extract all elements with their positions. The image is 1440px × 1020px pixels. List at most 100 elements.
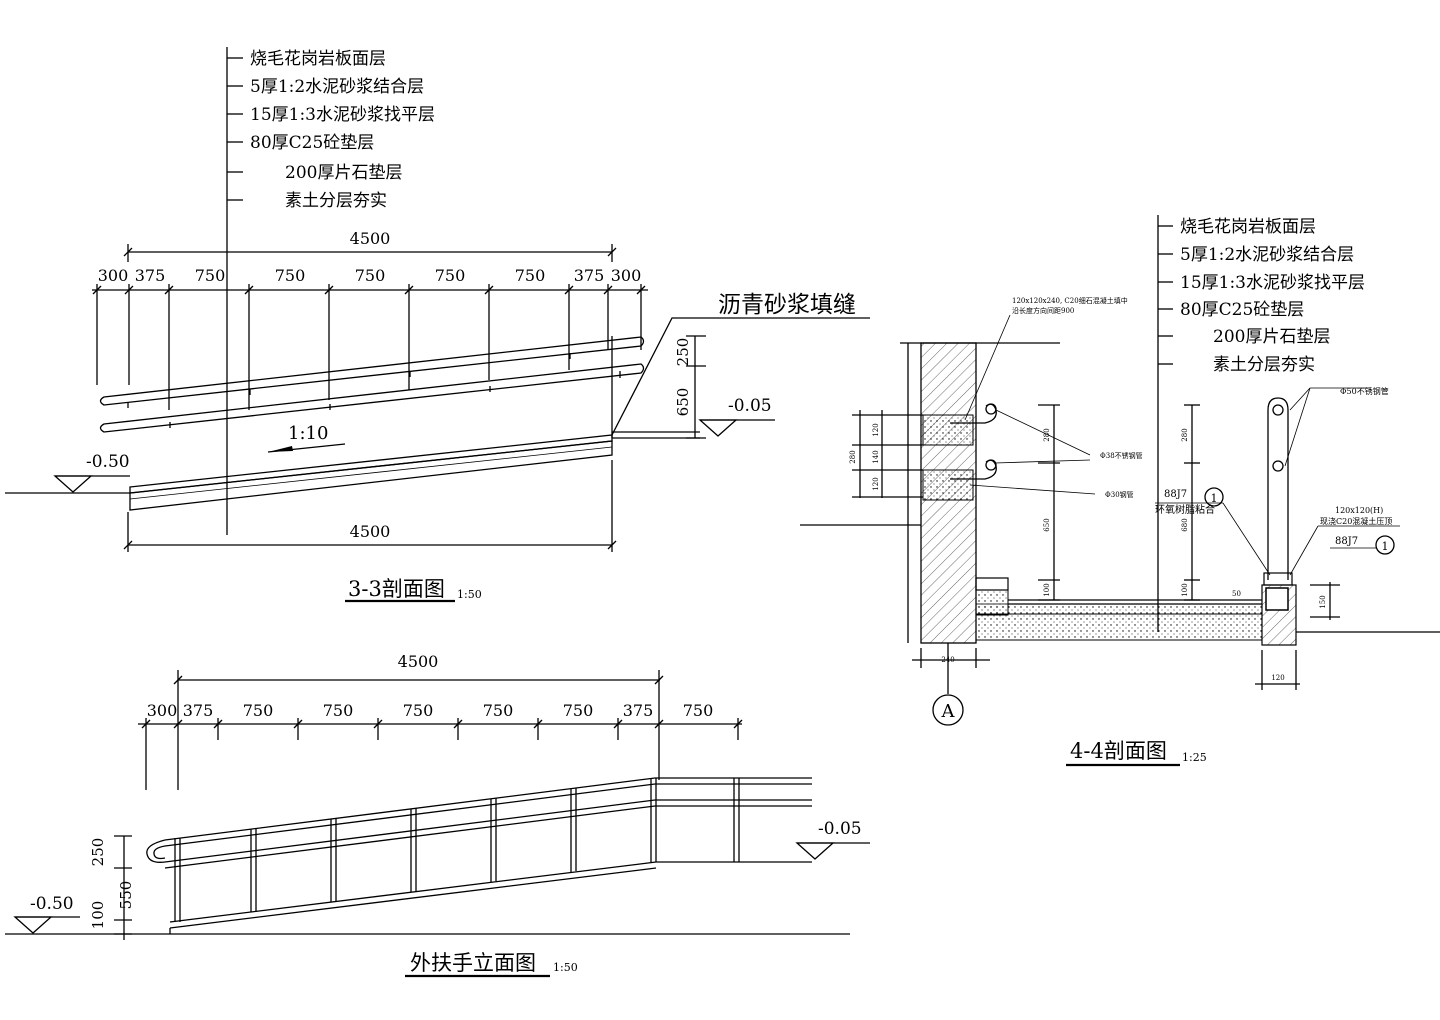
elev-seg-3: 750 bbox=[243, 701, 274, 720]
elev-dim-total: 4500 bbox=[398, 652, 439, 671]
note-pipe-2: Φ30钢管 bbox=[1105, 490, 1134, 499]
leader-embed bbox=[964, 314, 1011, 421]
joint-note: 沥青砂浆填缝 bbox=[718, 292, 856, 318]
elev-dim-250: 250 bbox=[89, 838, 107, 867]
ref-circle-right bbox=[1375, 535, 1395, 555]
note-cap-2: 现浇C20混凝土压顶 bbox=[1320, 516, 1392, 526]
elev2-high: -0.05 bbox=[818, 819, 862, 839]
layer-label-1: 烧毛花岗岩板面层 bbox=[250, 49, 386, 69]
dim44-mid-1: 280 bbox=[1043, 428, 1051, 441]
dim44-small-1: 120 bbox=[872, 423, 880, 436]
note-pipe-right: Φ50不锈钢管 bbox=[1340, 386, 1389, 396]
dim44-mid-2: 650 bbox=[1043, 518, 1051, 531]
dim-650: 650 bbox=[674, 388, 692, 417]
dim44-50: 50 bbox=[1232, 590, 1241, 598]
note-embed-1: 120x120x240, C20细石混凝土填中 bbox=[1012, 296, 1128, 305]
slope-label: 1:10 bbox=[288, 423, 328, 444]
segment-ticks bbox=[92, 284, 646, 410]
ref-circle-right-label: 1 bbox=[1382, 540, 1389, 553]
title-4-4: 4-4剖面图 bbox=[1070, 739, 1167, 763]
dim-total-top: 4500 bbox=[350, 229, 391, 248]
elev-marker-low-2 bbox=[13, 916, 53, 934]
seg-1: 300 bbox=[98, 266, 129, 285]
title-elevation: 外扶手立面图 bbox=[410, 951, 536, 975]
ref-circle-1 bbox=[1204, 487, 1224, 507]
note-pipe-1: Φ38不锈钢管 bbox=[1100, 451, 1143, 460]
dim44-120: 120 bbox=[1271, 674, 1284, 682]
elev-marker-high-2 bbox=[795, 842, 835, 860]
elev-seg-1: 300 bbox=[147, 701, 178, 720]
leader-cap bbox=[1289, 525, 1319, 576]
layer44-2: 5厚1:2水泥砂浆结合层 bbox=[1180, 245, 1354, 265]
dim44-small-3: 120 bbox=[872, 477, 880, 490]
floor-slab bbox=[975, 577, 1440, 646]
dim44-mid-5: 100 bbox=[1043, 583, 1051, 596]
ref-epoxy: 环氧树脂粘合 bbox=[1155, 503, 1215, 516]
layer-label-5: 200厚片石垫层 bbox=[285, 163, 402, 183]
elev-seg-4: 750 bbox=[323, 701, 354, 720]
dim44-right-2: 680 bbox=[1181, 518, 1189, 531]
handrail-elevation: 4500 300 375 750 750 750 750 7 bbox=[5, 652, 870, 978]
post-rail bbox=[1263, 397, 1293, 586]
seg-3: 750 bbox=[195, 266, 226, 285]
elev-seg-9: 750 bbox=[683, 701, 714, 720]
elev2-low: -0.50 bbox=[30, 894, 74, 914]
dim-250: 250 bbox=[674, 338, 692, 367]
elev-low: -0.50 bbox=[86, 452, 130, 472]
joint-leader bbox=[611, 317, 870, 436]
elev-seg-5: 750 bbox=[403, 701, 434, 720]
scale-3-3: 1:50 bbox=[457, 588, 482, 601]
dim44-150: 150 bbox=[1319, 595, 1327, 608]
elev-marker-low bbox=[53, 475, 93, 493]
elevation-railing bbox=[146, 777, 812, 934]
ref-88j7-left: 88J7 bbox=[1164, 489, 1187, 500]
handrail-upper bbox=[99, 336, 645, 408]
leader-epoxy bbox=[1222, 502, 1271, 576]
elev-dim-550: 550 bbox=[117, 881, 135, 910]
seg-9: 300 bbox=[611, 266, 642, 285]
elev-seg-7: 750 bbox=[563, 701, 594, 720]
ramp-slab bbox=[5, 431, 700, 511]
ref-circle-1-label: 1 bbox=[1211, 492, 1218, 505]
handrail-lower bbox=[99, 363, 645, 433]
layer44-4: 80厚C25砼垫层 bbox=[1180, 300, 1304, 320]
scale-elevation: 1:50 bbox=[553, 961, 578, 974]
note-cap-1: 120x120(H) bbox=[1335, 506, 1383, 515]
dim44-small-2: 140 bbox=[872, 450, 880, 463]
note-embed-2: 沿长度方向间距900 bbox=[1012, 306, 1074, 315]
title-3-3: 3-3剖面图 bbox=[348, 577, 445, 601]
axis-bubble bbox=[932, 694, 964, 726]
seg-7: 750 bbox=[515, 266, 546, 285]
scale-4-4: 1:25 bbox=[1182, 751, 1207, 764]
layer-label-4: 80厚C25砼垫层 bbox=[250, 133, 374, 153]
section-3-3: 烧毛花岗岩板面层 5厚1:2水泥砂浆结合层 15厚1:3水泥砂浆找平层 80厚C… bbox=[5, 47, 870, 603]
elev-seg-8: 375 bbox=[623, 701, 654, 720]
elev-segment-ticks bbox=[141, 718, 743, 790]
layer44-6: 素土分层夯实 bbox=[1213, 355, 1315, 375]
leader-pipe-1 bbox=[995, 409, 1091, 456]
leader-right-pipe bbox=[1289, 387, 1311, 411]
dim44-280: 280 bbox=[849, 450, 857, 463]
axis-label: A bbox=[941, 701, 956, 722]
elev-seg-2: 375 bbox=[183, 701, 214, 720]
layer-label-2: 5厚1:2水泥砂浆结合层 bbox=[250, 77, 424, 97]
elev-seg-6: 750 bbox=[483, 701, 514, 720]
layer44-5: 200厚片石垫层 bbox=[1213, 327, 1330, 347]
leader-pipe-2 bbox=[969, 484, 1096, 495]
layer44-3: 15厚1:3水泥砂浆找平层 bbox=[1180, 273, 1365, 293]
elev-high: -0.05 bbox=[728, 396, 772, 416]
ref-88j7-right: 88J7 bbox=[1335, 536, 1358, 547]
dim-total-bottom: 4500 bbox=[350, 522, 391, 541]
embed-block-1 bbox=[922, 414, 974, 446]
seg-4: 750 bbox=[275, 266, 306, 285]
layer-ticks bbox=[227, 57, 243, 201]
seg-8: 375 bbox=[574, 266, 605, 285]
layer-ticks-44 bbox=[1158, 225, 1173, 365]
layer-label-6: 素土分层夯实 bbox=[285, 191, 387, 211]
embed-block-2 bbox=[922, 469, 974, 501]
seg-6: 750 bbox=[435, 266, 466, 285]
dim44-right-1: 280 bbox=[1181, 428, 1189, 441]
layer-label-3: 15厚1:3水泥砂浆找平层 bbox=[250, 105, 435, 125]
section-4-4: 烧毛花岗岩板面层 5厚1:2水泥砂浆结合层 15厚1:3水泥砂浆找平层 80厚C… bbox=[800, 215, 1440, 767]
